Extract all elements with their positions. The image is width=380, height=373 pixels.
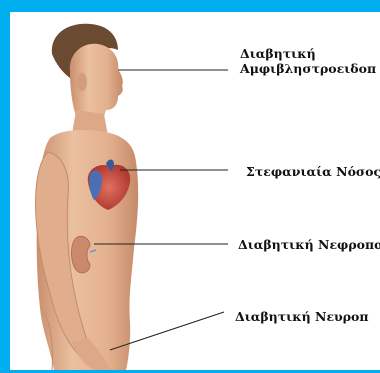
label-retinopathy: Διαβητική Αμφιβληστροειδοπ <box>240 46 376 76</box>
label-nephropathy: Διαβητική Νεφροπα <box>238 237 380 252</box>
label-neuropathy: Διαβητική Νευροπ <box>235 309 369 324</box>
label-coronary: Στεφανιαία Νόσος <box>246 164 380 179</box>
label-retinopathy-line1: Διαβητική <box>240 46 376 61</box>
label-retinopathy-line2: Αμφιβληστροειδοπ <box>240 61 376 76</box>
